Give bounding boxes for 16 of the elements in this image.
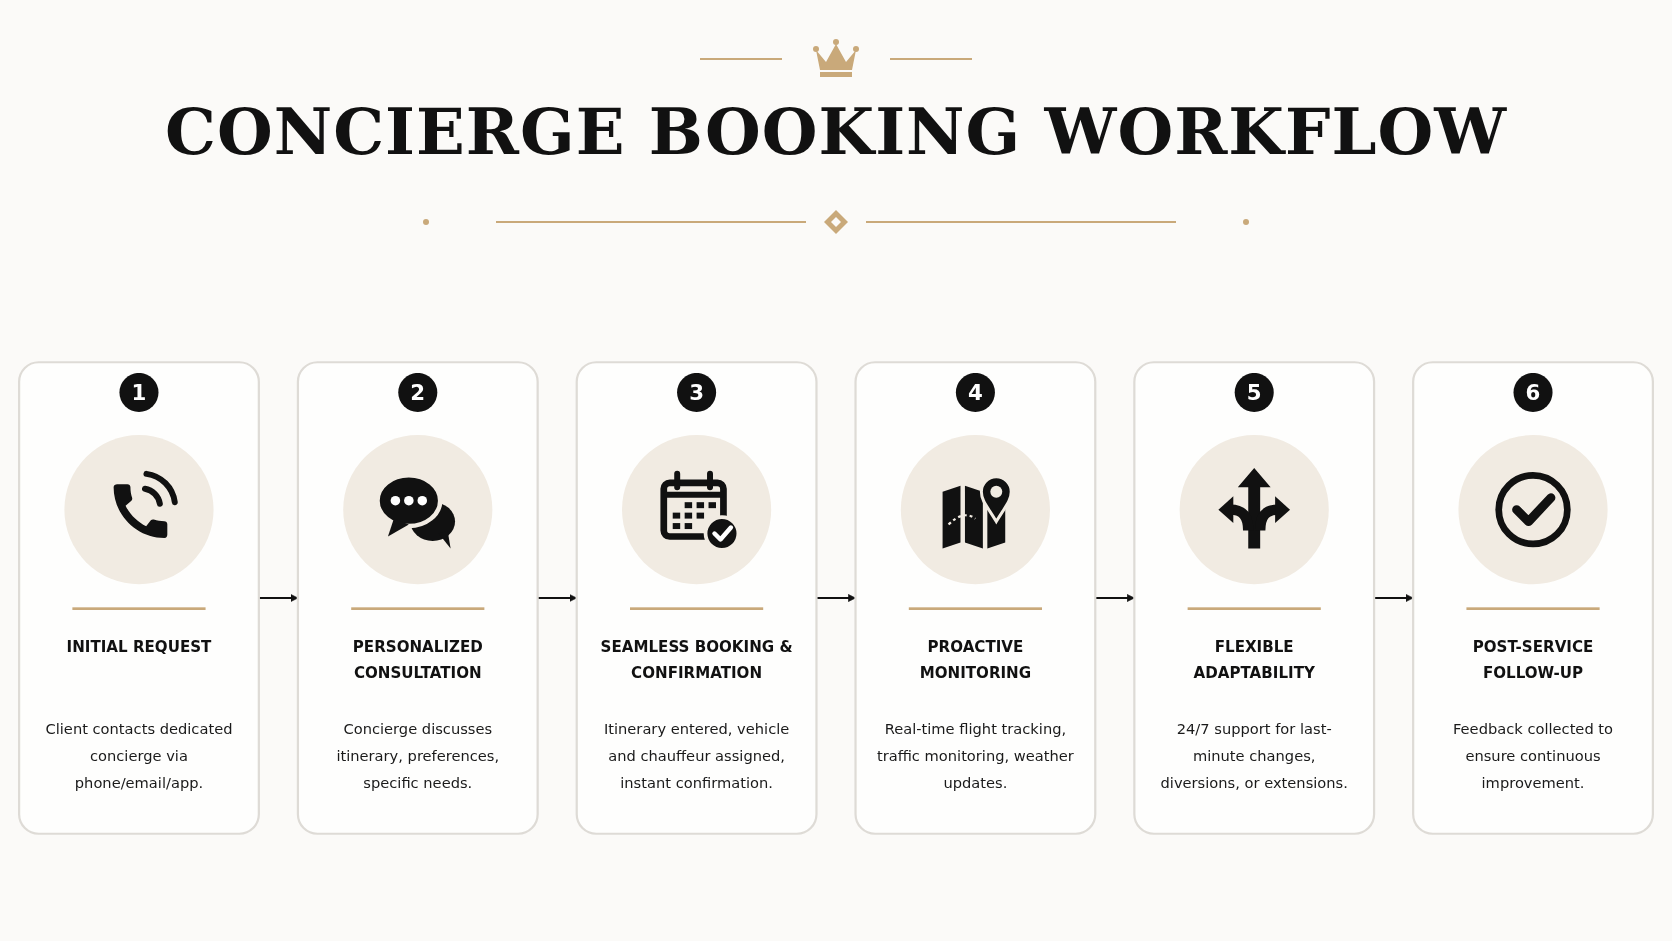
step-title: POST-SERVICE FOLLOW-UP	[1471, 636, 1595, 684]
arrow	[1374, 594, 1414, 602]
title: CONCIERGE BOOKING WORKFLOW	[164, 100, 1508, 164]
step-title: SEAMLESS BOOKING & CONFIRMATION	[599, 636, 794, 684]
step-title: INITIAL REQUEST	[65, 636, 213, 658]
step-title: PERSONALIZED CONSULTATION	[351, 636, 484, 684]
step-title: FLEXIBLE ADAPTABILITY	[1192, 636, 1316, 684]
step-title: PROACTIVE MONITORING	[918, 636, 1033, 684]
step-description: Concierge discusses itinerary, preferences, specific needs.	[335, 720, 501, 794]
step-description: Itinerary entered, vehicle and chauffeur assigned, instant confirmation.	[602, 720, 791, 794]
step-description: Feedback collected to ensure continuous improvement.	[1451, 720, 1615, 794]
arrow	[816, 594, 856, 602]
step-description: 24/7 support for last-minute changes, diversions, or extensions.	[1159, 720, 1349, 794]
step-description: Client contacts dedicated concierge via phone/email/app.	[44, 720, 234, 794]
step-description: Real-time flight tracking, traffic monitoring, weather updates.	[876, 720, 1074, 794]
arrow	[1095, 594, 1135, 602]
